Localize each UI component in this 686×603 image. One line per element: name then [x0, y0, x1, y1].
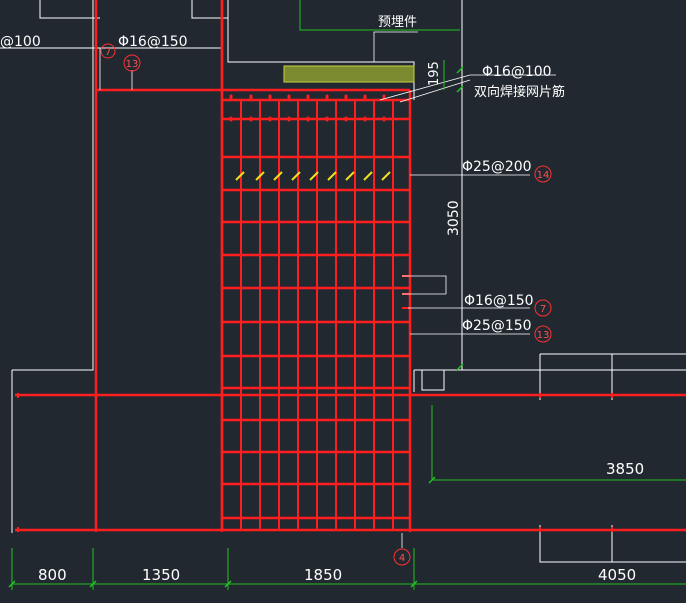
dim-3850: 3850: [606, 460, 644, 478]
bottom-dim-1350: 1350: [142, 566, 180, 584]
bottom-dim-4050: 4050: [598, 566, 636, 584]
dim-3050: 3050: [446, 200, 462, 236]
embedded-part-label: 预埋件: [378, 15, 417, 30]
tag-7-top: 7: [100, 43, 116, 59]
bottom-dim-1850: 1850: [304, 566, 342, 584]
rebar-layout: [15, 0, 686, 532]
mesh-desc: 双向焊接网片筋: [474, 84, 565, 100]
svg-text:13: 13: [126, 59, 139, 70]
tag-13-top: 13: [123, 54, 141, 72]
svg-text:7: 7: [105, 47, 111, 58]
structure-outline: [0, 0, 686, 563]
spec-14: Φ25@200: [462, 159, 532, 175]
top-left-main-spec: Φ16@150: [118, 34, 188, 50]
mesh-spec: Φ16@100: [482, 64, 552, 80]
tag-14: 14: [534, 165, 552, 183]
svg-text:7: 7: [540, 304, 546, 315]
tag-4: 4: [393, 548, 411, 566]
hatch-marks: [235, 171, 391, 181]
top-left-spec: @100: [0, 34, 41, 50]
dim-ticks: [8, 66, 464, 588]
tag-7-right: 7: [534, 299, 552, 317]
bottom-dim-800: 800: [38, 566, 67, 584]
dimension-lines: [11, 0, 686, 590]
svg-text:14: 14: [537, 170, 550, 181]
leader-lines: [99, 31, 556, 548]
dim-195: 195: [427, 61, 442, 86]
spec-7: Φ16@150: [464, 293, 534, 309]
spec-13: Φ25@150: [462, 318, 532, 334]
svg-text:4: 4: [399, 553, 405, 564]
embedded-plate: [283, 65, 415, 83]
tag-13-right: 13: [534, 325, 552, 343]
svg-text:13: 13: [537, 330, 550, 341]
